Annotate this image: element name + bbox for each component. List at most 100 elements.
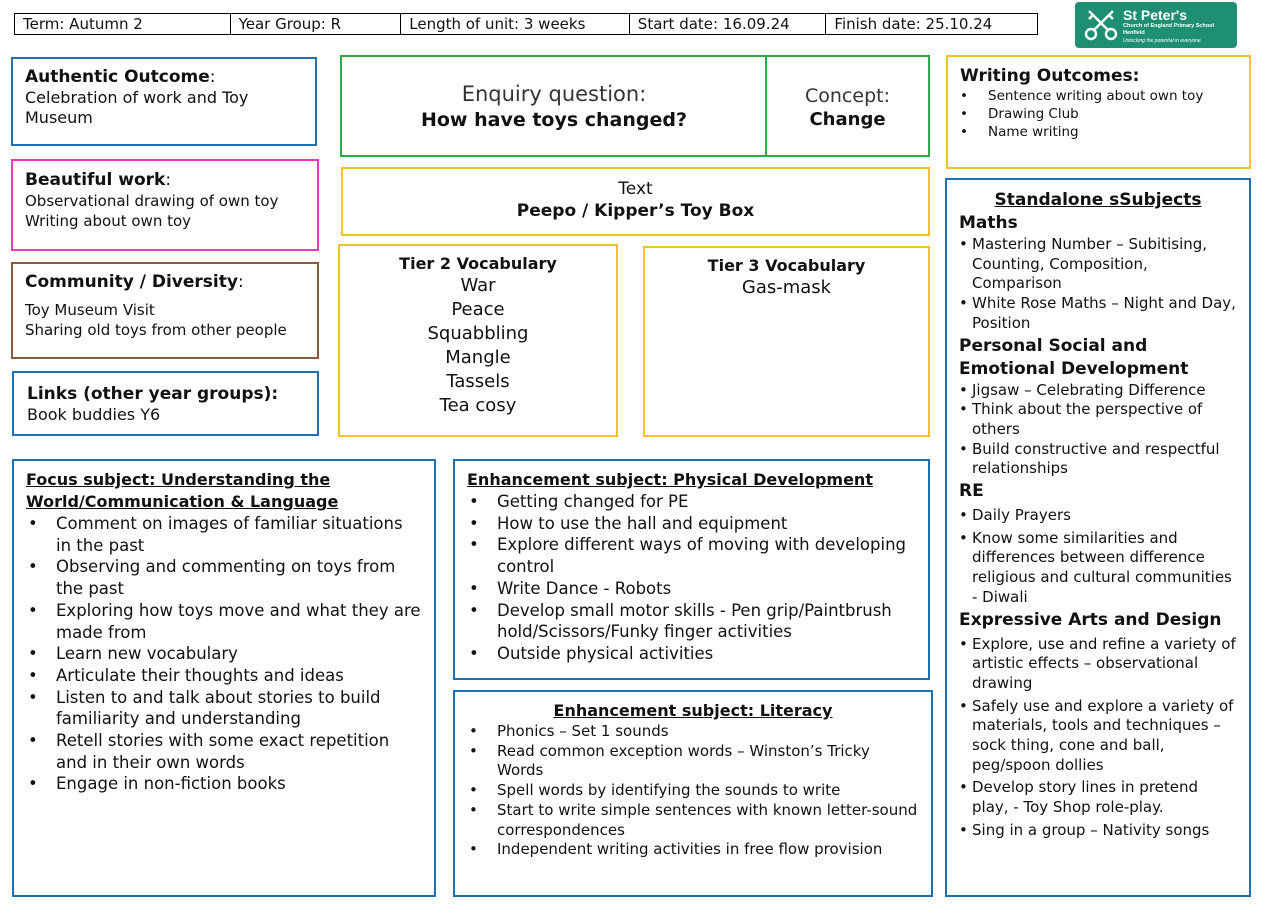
- text-title: Peepo / Kipper’s Toy Box: [516, 201, 755, 221]
- logo-subtitle: Church of England Primary School Henfiel…: [1123, 23, 1214, 36]
- physical-development-item: Write Dance - Robots: [467, 578, 916, 600]
- concept-label: Concept:: [805, 85, 890, 107]
- authentic-outcome-heading: Authentic Outcome:: [25, 67, 303, 88]
- start-date-cell: Start date: 16.09.24: [630, 14, 827, 34]
- standalone-item: Jigsaw – Celebrating Difference: [959, 381, 1237, 401]
- standalone-section-list: Daily PrayersKnow some similarities and …: [959, 506, 1237, 608]
- standalone-subjects-box: Standalone sSubjects MathsMastering Numb…: [945, 178, 1251, 897]
- logo-tagline: Unlocking the potential in everyone: [1123, 38, 1201, 44]
- text-label: Text: [618, 179, 653, 199]
- standalone-item: Mastering Number – Subitising, Counting,…: [959, 235, 1237, 294]
- concept: Concept: Change: [767, 85, 928, 131]
- focus-subject-heading: Focus subject: Understanding the World/C…: [26, 470, 339, 511]
- community-line: Sharing old toys from other people: [25, 321, 287, 339]
- standalone-item: Know some similarities and differences b…: [959, 529, 1237, 608]
- physical-development-item: Getting changed for PE: [467, 491, 916, 513]
- school-logo: St Peter's Church of England Primary Sch…: [1075, 2, 1237, 48]
- enquiry-question-text: How have toys changed?: [420, 109, 688, 131]
- physical-development-list: Getting changed for PEHow to use the hal…: [467, 491, 916, 665]
- heading-colon: :: [237, 272, 244, 292]
- literacy-item: Independent writing activities in free f…: [467, 840, 919, 860]
- links-box: Links (other year groups): Book buddies …: [12, 371, 319, 436]
- standalone-section-heading: Maths: [959, 213, 1018, 233]
- community-diversity-box: Community / Diversity: Toy Museum Visit …: [11, 262, 319, 359]
- standalone-section-list: Mastering Number – Subitising, Counting,…: [959, 235, 1237, 334]
- literacy-item: Read common exception words – Winston’s …: [467, 742, 919, 781]
- standalone-item: Develop story lines in pretend play, - T…: [959, 778, 1237, 817]
- writing-outcome-item: Sentence writing about own toy: [960, 87, 1237, 105]
- standalone-item: Daily Prayers: [959, 506, 1237, 526]
- standalone-item: Explore, use and refine a variety of art…: [959, 635, 1237, 694]
- unit-length-cell: Length of unit: 3 weeks: [401, 14, 630, 34]
- standalone-section-list: Explore, use and refine a variety of art…: [959, 635, 1237, 841]
- standalone-section-heading: RE: [959, 481, 984, 502]
- focus-subject-item: Learn new vocabulary: [26, 643, 422, 665]
- authentic-outcome-text: Celebration of work and Toy Museum: [25, 88, 249, 127]
- focus-subject-item: Retell stories with some exact repetitio…: [26, 730, 422, 773]
- literacy-list: Phonics – Set 1 soundsRead common except…: [467, 722, 919, 860]
- tier3-heading: Tier 3 Vocabulary: [707, 256, 866, 275]
- focus-subject-item: Exploring how toys move and what they ar…: [26, 600, 422, 643]
- authentic-outcome-box: Authentic Outcome: Celebration of work a…: [11, 57, 317, 146]
- beautiful-work-heading: Beautiful work:: [25, 170, 305, 191]
- concept-value: Change: [809, 109, 886, 130]
- literacy-item: Phonics – Set 1 sounds: [467, 722, 919, 742]
- physical-development-item: Outside physical activities: [467, 643, 916, 665]
- standalone-sections: MathsMastering Number – Subitising, Coun…: [959, 212, 1237, 841]
- heading-text: Authentic Outcome: [25, 67, 210, 87]
- literacy-item: Spell words by identifying the sounds to…: [467, 781, 919, 801]
- unit-header-table: Term: Autumn 2 Year Group: R Length of u…: [14, 13, 1038, 35]
- standalone-item: Think about the perspective of others: [959, 400, 1237, 439]
- beautiful-work-line: Observational drawing of own toy: [25, 192, 279, 210]
- tier2-word: Squabbling: [427, 323, 529, 344]
- tier2-word: Peace: [451, 299, 505, 320]
- writing-outcomes-list: Sentence writing about own toyDrawing Cl…: [960, 87, 1237, 141]
- tier3-word-list: Gas-mask: [645, 276, 928, 300]
- focus-subject-item: Articulate their thoughts and ideas: [26, 665, 422, 687]
- standalone-section-list: Jigsaw – Celebrating DifferenceThink abo…: [959, 381, 1237, 480]
- focus-subject-list: Comment on images of familiar situations…: [26, 513, 422, 795]
- focus-subject-item: Engage in non-fiction books: [26, 773, 422, 795]
- physical-development-item: How to use the hall and equipment: [467, 513, 916, 535]
- standalone-item: Build constructive and respectful relati…: [959, 440, 1237, 479]
- heading-text: Beautiful work: [25, 170, 166, 190]
- tier2-word: Mangle: [445, 347, 511, 368]
- focus-subject-box: Focus subject: Understanding the World/C…: [12, 459, 436, 897]
- logo-subtitle-line: Church of England Primary School: [1123, 23, 1215, 29]
- writing-outcomes-heading: Writing Outcomes:: [960, 66, 1140, 86]
- focus-subject-item: Comment on images of familiar situations…: [26, 513, 422, 556]
- literacy-box: Enhancement subject: Literacy Phonics – …: [453, 690, 933, 897]
- beautiful-work-box: Beautiful work: Observational drawing of…: [11, 159, 319, 251]
- standalone-item: White Rose Maths – Night and Day, Positi…: [959, 294, 1237, 333]
- tier2-word: Tassels: [446, 371, 510, 392]
- writing-outcome-item: Drawing Club: [960, 105, 1237, 123]
- physical-development-heading: Enhancement subject: Physical Developmen…: [467, 470, 873, 489]
- community-line: Toy Museum Visit: [25, 301, 155, 319]
- term-cell: Term: Autumn 2: [15, 14, 231, 34]
- focus-subject-item: Observing and commenting on toys from th…: [26, 556, 422, 599]
- text-box: Text Peepo / Kipper’s Toy Box: [341, 167, 930, 236]
- heading-colon: :: [209, 67, 216, 87]
- tier3-vocabulary-box: Tier 3 Vocabulary Gas-mask: [643, 246, 930, 437]
- beautiful-work-line: Writing about own toy: [25, 212, 192, 230]
- physical-development-item: Explore different ways of moving with de…: [467, 534, 916, 577]
- enquiry-divider: [765, 57, 767, 155]
- literacy-heading: Enhancement subject: Literacy: [553, 701, 833, 720]
- links-text: Book buddies Y6: [27, 405, 161, 424]
- physical-development-box: Enhancement subject: Physical Developmen…: [453, 459, 930, 680]
- crossed-keys-icon: [1084, 10, 1118, 41]
- heading-colon: :: [165, 170, 172, 190]
- finish-date-cell: Finish date: 25.10.24: [834, 15, 993, 33]
- writing-outcome-item: Name writing: [960, 123, 1237, 141]
- standalone-heading: Standalone sSubjects: [994, 190, 1202, 210]
- literacy-item: Start to write simple sentences with kno…: [467, 801, 919, 840]
- standalone-section-heading: Expressive Arts and Design: [959, 609, 1222, 630]
- heading-text: Community / Diversity: [25, 272, 238, 292]
- tier2-heading: Tier 2 Vocabulary: [399, 254, 557, 273]
- community-diversity-heading: Community / Diversity:: [25, 272, 305, 293]
- tier3-word: Gas-mask: [741, 277, 832, 298]
- tier2-word: Tea cosy: [439, 395, 517, 416]
- enquiry-label: Enquiry question:: [461, 82, 647, 106]
- year-group-cell: Year Group: R: [231, 14, 402, 34]
